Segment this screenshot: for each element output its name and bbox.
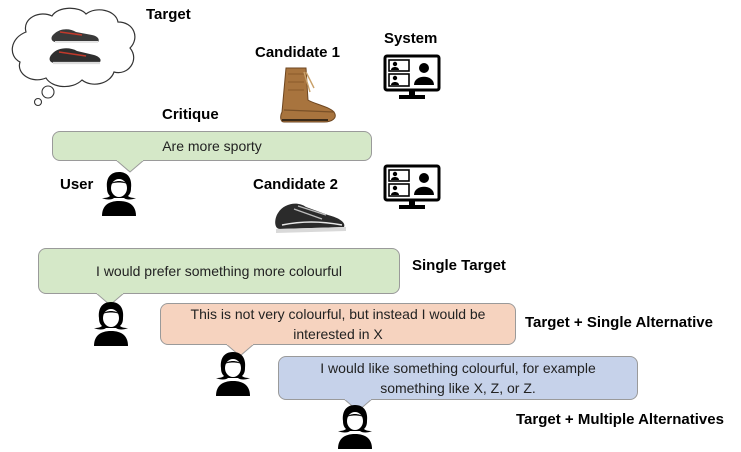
user-silhouette-icon	[94, 302, 128, 346]
critique-tail	[116, 160, 145, 173]
multiple-alternatives-bubble: I would like something colourful, for ex…	[278, 356, 638, 400]
critique-text: Are more sporty	[162, 138, 262, 154]
single-alternative-bubble: This is not very colourful, but instead …	[160, 303, 516, 345]
user-silhouette-icon	[338, 405, 372, 449]
video-conference-monitor-icon	[383, 54, 441, 99]
user-label: User	[60, 176, 94, 193]
sneaker-icon	[275, 203, 346, 233]
critique-label: Critique	[162, 106, 219, 123]
critique-bubble: Are more sporty	[52, 131, 372, 161]
single-target-bubble: I would prefer something more colourful	[38, 248, 400, 294]
user-silhouette-icon	[216, 352, 250, 396]
video-conference-monitor-icon-2	[383, 164, 441, 209]
target-single-alternative-label: Target + Single Alternative	[525, 314, 713, 331]
system-label: System	[384, 30, 438, 47]
boot-icon	[280, 67, 336, 123]
target-multiple-alternatives-label: Target + Multiple Alternatives	[516, 411, 724, 428]
thought-cloud-icon	[11, 7, 136, 107]
single-target-text: I would prefer something more colourful	[96, 263, 342, 279]
single-target-label: Single Target	[412, 257, 506, 274]
candidate-2-label: Candidate 2	[253, 176, 339, 193]
target-label: Target	[146, 6, 191, 23]
candidate-1-label: Candidate 1	[255, 44, 341, 61]
multiple-alternatives-text: I would like something colourful, for ex…	[320, 360, 596, 396]
sneakers-icon	[49, 29, 101, 65]
single-alternative-text: This is not very colourful, but instead …	[190, 306, 486, 342]
user-silhouette-icon	[102, 172, 136, 216]
